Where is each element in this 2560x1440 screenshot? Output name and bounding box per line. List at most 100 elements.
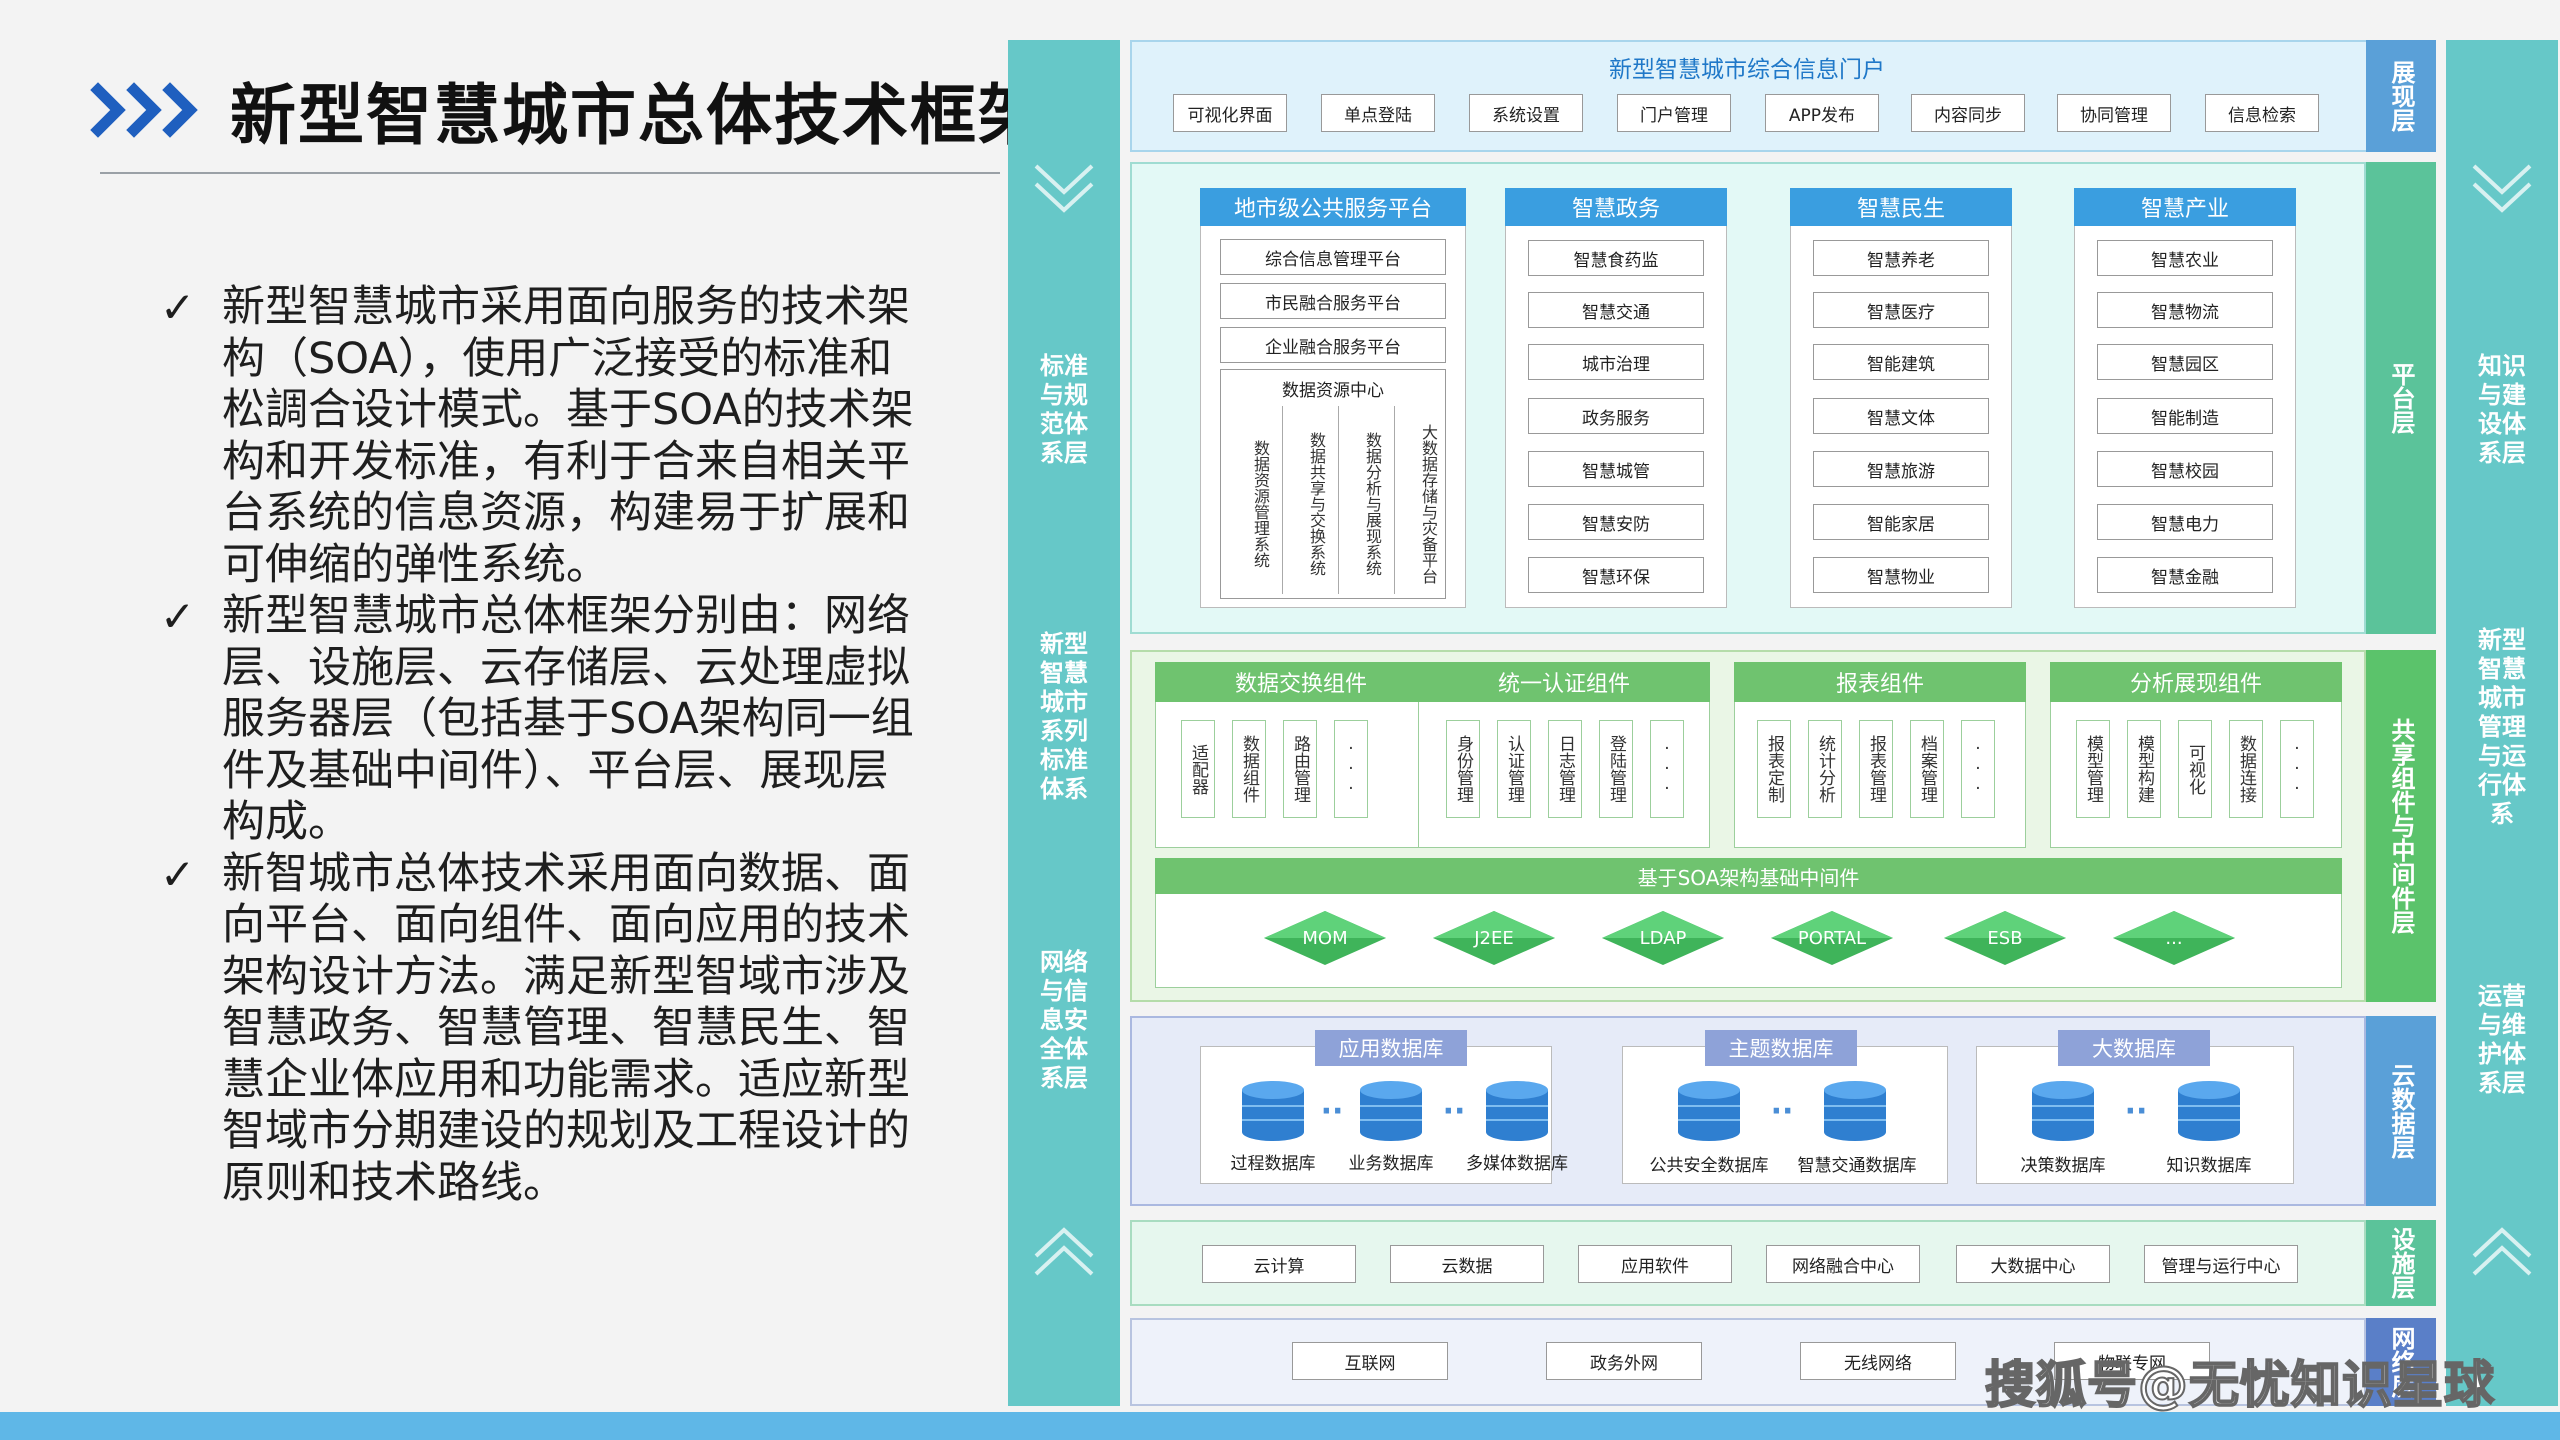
component-item: 报表管理 bbox=[1859, 720, 1893, 818]
middleware-title: 基于SOA架构基础中间件 bbox=[1155, 858, 2342, 894]
facility-item: 云计算 bbox=[1202, 1245, 1356, 1283]
database-label: 知识数据库 bbox=[2166, 1155, 2252, 1176]
platform-column-item: 智慧环保 bbox=[1528, 557, 1704, 593]
database-ellipsis: ·· bbox=[1770, 1093, 1794, 1129]
platform-column-item: 智慧电力 bbox=[2097, 504, 2273, 540]
component-title: 报表组件 bbox=[1734, 662, 2026, 702]
component-item: 模型管理 bbox=[2076, 720, 2110, 818]
layer-label-presentation: 展现层 bbox=[2366, 40, 2436, 152]
right-label-knowledge: 知识与建设体系层 bbox=[2478, 352, 2526, 467]
database-ellipsis: ·· bbox=[2124, 1093, 2148, 1129]
public-platform-item: 综合信息管理平台 bbox=[1220, 239, 1446, 275]
chevron-down-icon bbox=[1008, 160, 1120, 220]
network-item: 物联专网 bbox=[2054, 1342, 2210, 1380]
database-icon bbox=[1824, 1081, 1886, 1141]
platform-column-title: 智慧政务 bbox=[1505, 188, 1727, 226]
component-item: 报表定制 bbox=[1757, 720, 1791, 818]
page-title: 新型智慧城市总体技术框架 bbox=[230, 77, 1046, 154]
data-resource-item: 大数据存储与灾备平台 bbox=[1394, 406, 1438, 594]
platform-column-item: 政务服务 bbox=[1528, 398, 1704, 434]
title-arrows-icon bbox=[90, 82, 206, 138]
layer-label-cloud-data: 云数据层 bbox=[2366, 1016, 2436, 1206]
presentation-item: 单点登陆 bbox=[1321, 94, 1435, 132]
component-title: 数据交换组件 bbox=[1155, 662, 1447, 702]
middleware-item: PORTAL bbox=[1771, 908, 1893, 968]
platform-column-item: 智能家居 bbox=[1813, 504, 1989, 540]
network-item: 政务外网 bbox=[1546, 1342, 1702, 1380]
component-item: 可视化 bbox=[2178, 720, 2212, 818]
database-icon bbox=[2178, 1081, 2240, 1141]
component-item: 适配器 bbox=[1181, 720, 1215, 818]
database-ellipsis: ·· bbox=[1320, 1093, 1344, 1129]
public-platform-title: 地市级公共服务平台 bbox=[1200, 188, 1466, 226]
database-icon bbox=[1486, 1081, 1548, 1141]
left-label-security: 网络与信息安全体系层 bbox=[1040, 948, 1088, 1092]
chevron-down-icon bbox=[2446, 160, 2558, 220]
platform-column-item: 智慧交通 bbox=[1528, 292, 1704, 328]
layer-label-shared: 共享组件与中间件层 bbox=[2366, 650, 2436, 1002]
watermark: 搜狐号@无忧知识星球 bbox=[1984, 1355, 2495, 1415]
right-label-management: 新型智慧城市管理与运行体系 bbox=[2478, 626, 2526, 828]
platform-column-item: 城市治理 bbox=[1528, 344, 1704, 380]
facility-item: 应用软件 bbox=[1578, 1245, 1732, 1283]
component-title: 统一认证组件 bbox=[1418, 662, 1710, 702]
layer-label-facility: 设施层 bbox=[2366, 1220, 2436, 1306]
title-divider bbox=[100, 172, 1000, 174]
database-label: 决策数据库 bbox=[2020, 1155, 2106, 1176]
database-group-title: 大数据库 bbox=[2058, 1030, 2210, 1066]
chevron-up-icon bbox=[2446, 1220, 2558, 1280]
database-group-title: 主题数据库 bbox=[1705, 1030, 1857, 1066]
database-label: 多媒体数据库 bbox=[1466, 1153, 1568, 1174]
middleware-item: LDAP bbox=[1602, 908, 1724, 968]
facility-item: 大数据中心 bbox=[1956, 1245, 2110, 1283]
component-item: ··· bbox=[1650, 720, 1684, 818]
left-label-standard-system: 新型智慧城市系列标准体系 bbox=[1040, 630, 1088, 803]
database-icon bbox=[2032, 1081, 2094, 1141]
data-resource-center-title: 数据资源中心 bbox=[1282, 380, 1384, 401]
data-resource-item: 数据资源管理系统 bbox=[1251, 440, 1270, 568]
database-icon bbox=[1360, 1081, 1422, 1141]
left-label-standards: 标准与规范体系层 bbox=[1040, 352, 1088, 467]
database-group-panel bbox=[1622, 1046, 1948, 1184]
right-label-operation: 运营与维护体系层 bbox=[2478, 982, 2526, 1097]
layer-label-network: 网络层 bbox=[2366, 1318, 2436, 1406]
component-item: ··· bbox=[1961, 720, 1995, 818]
chevron-up-icon bbox=[1008, 1220, 1120, 1280]
platform-column-item: 智能制造 bbox=[2097, 398, 2273, 434]
presentation-item: 内容同步 bbox=[1911, 94, 2025, 132]
component-item: 档案管理 bbox=[1910, 720, 1944, 818]
database-group-panel bbox=[1976, 1046, 2294, 1184]
platform-column-title: 智慧产业 bbox=[2074, 188, 2296, 226]
right-system-column: 知识与建设体系层 新型智慧城市管理与运行体系 运营与维护体系层 bbox=[2446, 40, 2558, 1406]
component-item: ··· bbox=[2280, 720, 2314, 818]
database-group-title: 应用数据库 bbox=[1315, 1030, 1467, 1066]
component-item: 身份管理 bbox=[1446, 720, 1480, 818]
platform-column-item: 智慧城管 bbox=[1528, 451, 1704, 487]
component-item: 路由管理 bbox=[1283, 720, 1317, 818]
component-item: 统计分析 bbox=[1808, 720, 1842, 818]
public-platform-item: 市民融合服务平台 bbox=[1220, 283, 1446, 319]
left-system-column: 标准与规范体系层 新型智慧城市系列标准体系 网络与信息安全体系层 bbox=[1008, 40, 1120, 1406]
middleware-item: ... bbox=[2113, 908, 2235, 968]
component-item: 数据组件 bbox=[1232, 720, 1266, 818]
database-label: 公共安全数据库 bbox=[1649, 1155, 1769, 1176]
network-item: 互联网 bbox=[1292, 1342, 1448, 1380]
network-item: 无线网络 bbox=[1800, 1342, 1956, 1380]
platform-column-item: 智慧农业 bbox=[2097, 240, 2273, 276]
middleware-item: ESB bbox=[1944, 908, 2066, 968]
facility-item: 云数据 bbox=[1390, 1245, 1544, 1283]
database-label: 业务数据库 bbox=[1348, 1153, 1434, 1174]
platform-column-item: 智慧医疗 bbox=[1813, 292, 1989, 328]
public-platform-item: 企业融合服务平台 bbox=[1220, 327, 1446, 363]
platform-column-item: 智慧旅游 bbox=[1813, 451, 1989, 487]
facility-item: 管理与运行中心 bbox=[2144, 1245, 2298, 1283]
presentation-item: 协同管理 bbox=[2057, 94, 2171, 132]
presentation-item: 系统设置 bbox=[1469, 94, 1583, 132]
check-icon: ✓ bbox=[160, 592, 196, 641]
middleware-item: MOM bbox=[1264, 908, 1386, 968]
component-item: 日志管理 bbox=[1548, 720, 1582, 818]
check-icon: ✓ bbox=[160, 849, 196, 899]
database-label: 过程数据库 bbox=[1230, 1153, 1316, 1174]
platform-column-item: 智慧金融 bbox=[2097, 557, 2273, 593]
check-icon: ✓ bbox=[160, 283, 196, 332]
